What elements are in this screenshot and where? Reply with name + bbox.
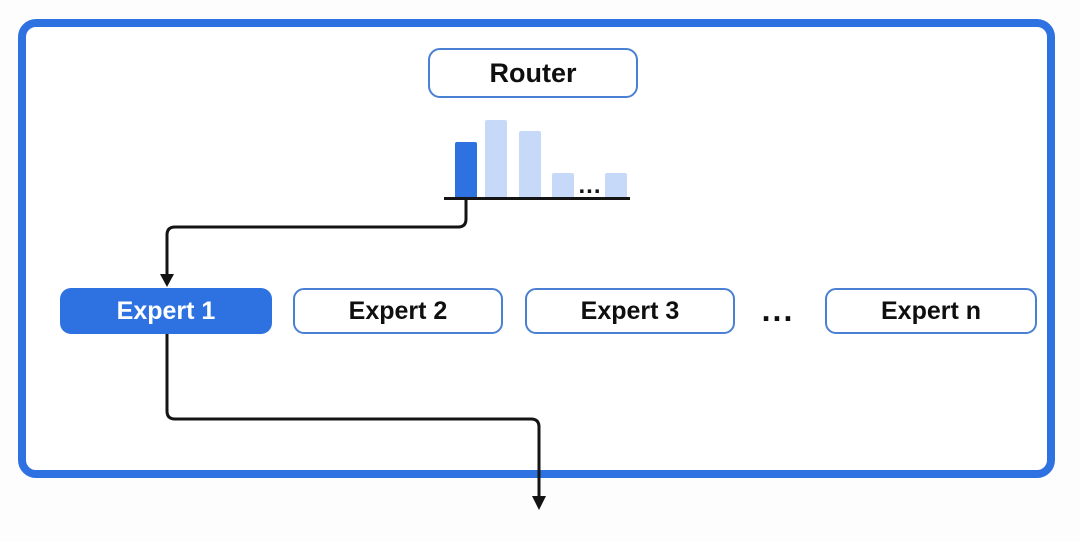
router-label: Router <box>489 57 577 88</box>
router-bar <box>519 131 541 199</box>
expert1-output-arrowhead <box>532 496 546 510</box>
bar-chart-baseline <box>444 197 630 200</box>
router-box: Router <box>428 48 638 98</box>
expert-1-box: Expert 1 <box>60 288 272 334</box>
experts-ellipsis: ... <box>761 292 795 328</box>
expert-n-label: Expert n <box>880 296 982 325</box>
expert-1-label: Expert 1 <box>116 296 216 325</box>
router-bar-selected <box>455 142 477 199</box>
router-bar <box>605 173 627 199</box>
bar-gap-ellipsis: ... <box>578 172 602 199</box>
router-bar <box>485 120 507 199</box>
expert-2-label: Expert 2 <box>348 296 448 325</box>
expert-2-box: Expert 2 <box>293 288 503 334</box>
expert-n-box: Expert n <box>825 288 1037 334</box>
expert-3-box: Expert 3 <box>525 288 735 334</box>
expert-3-label: Expert 3 <box>580 296 680 325</box>
router-bar <box>552 173 574 199</box>
